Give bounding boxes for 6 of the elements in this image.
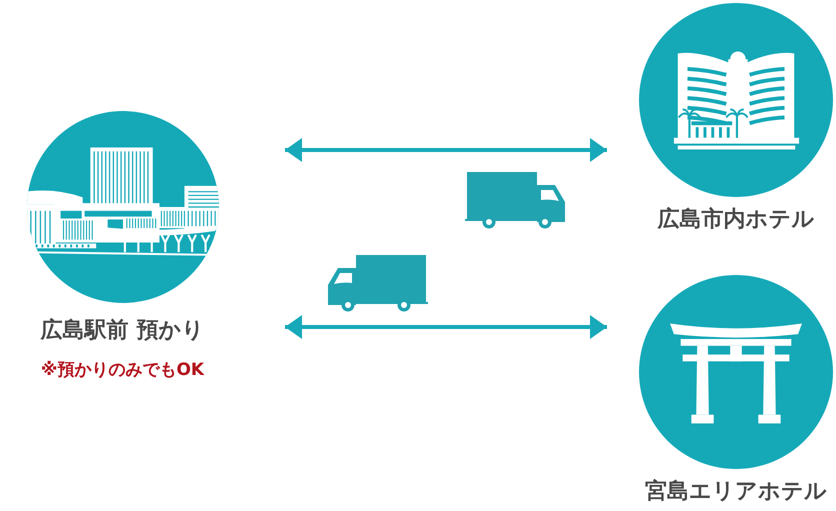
double-headed-arrow — [285, 315, 607, 339]
node-label: 広島市内ホテル — [658, 206, 814, 234]
note-text: ※預かりのみでもOK — [40, 359, 204, 381]
node-label: 宮島エリアホテル — [645, 478, 827, 506]
double-headed-arrow — [285, 138, 607, 162]
node-label: 広島駅前 預かり — [40, 317, 204, 345]
